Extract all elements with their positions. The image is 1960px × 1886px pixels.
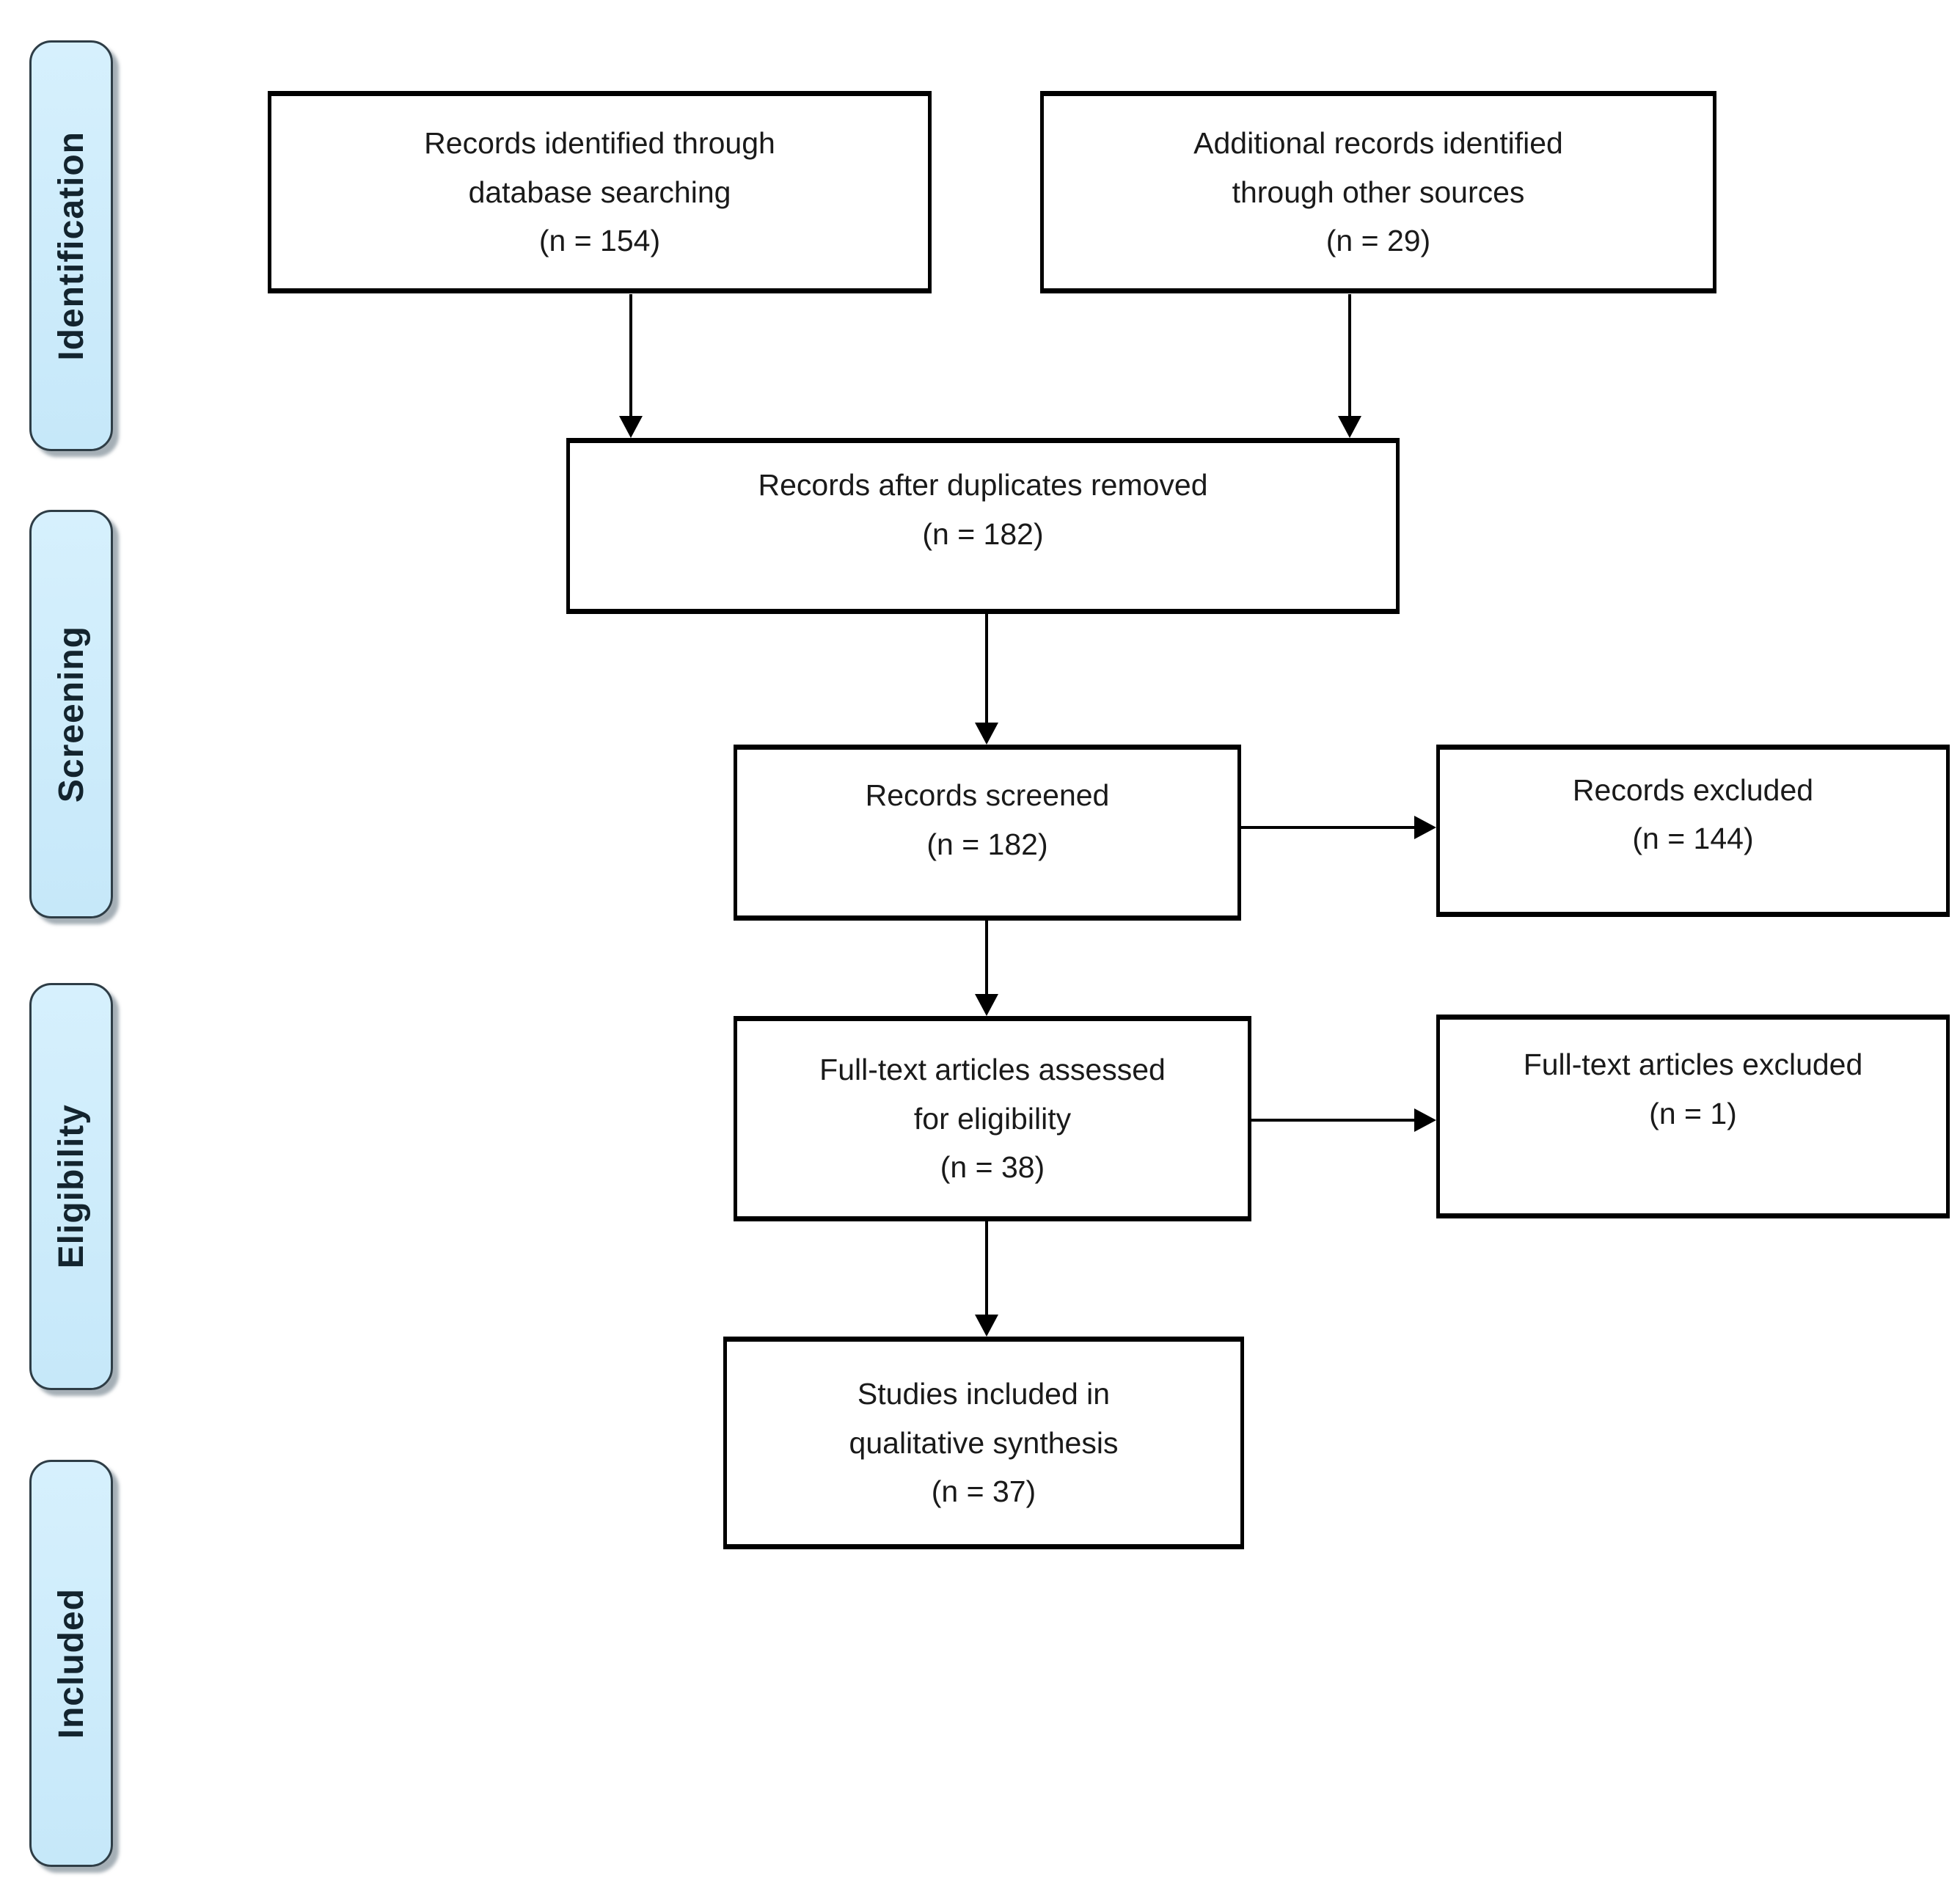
node-records-identified: Records identified through database sear… <box>268 91 932 293</box>
node-line: (n = 182) <box>922 516 1044 551</box>
node-line: (n = 154) <box>538 224 661 258</box>
arrow-screened-to-excluded <box>1241 826 1414 829</box>
node-line: (n = 29) <box>1325 224 1431 258</box>
arrow-other-sources-to-duplicates <box>1348 294 1351 416</box>
node-line: for eligibility <box>913 1101 1072 1136</box>
node-line: Additional records identified <box>1193 126 1563 161</box>
arrow-fulltext-to-included <box>985 1221 988 1315</box>
node-line: (n = 182) <box>926 827 1048 861</box>
node-line: Full-text articles excluded <box>1523 1048 1863 1082</box>
arrow-fulltext-to-excluded <box>1251 1119 1414 1122</box>
node-additional-records: Additional records identified through ot… <box>1040 91 1716 293</box>
phase-band-screening: Screening <box>29 510 113 918</box>
node-line: (n = 37) <box>931 1474 1036 1509</box>
node-line: through other sources <box>1232 175 1525 209</box>
node-line: database searching <box>468 175 731 209</box>
node-records-excluded: Records excluded (n = 144) <box>1436 745 1950 917</box>
arrow-screened-to-fulltext <box>985 921 988 994</box>
node-line: (n = 144) <box>1632 822 1754 855</box>
arrow-database-to-duplicates <box>629 294 632 416</box>
node-studies-included: Studies included in qualitative synthesi… <box>723 1337 1244 1549</box>
phase-band-identification: Identification <box>29 40 113 451</box>
phase-label-screening: Screening <box>51 625 91 803</box>
node-line: Records after duplicates removed <box>758 468 1208 502</box>
node-line: (n = 38) <box>940 1150 1045 1185</box>
node-line: Studies included in <box>857 1377 1111 1411</box>
phase-label-eligibility: Eligibility <box>51 1104 91 1269</box>
phase-label-included: Included <box>51 1587 91 1739</box>
node-fulltext-excluded: Full-text articles excluded (n = 1) <box>1436 1015 1950 1218</box>
node-line: Records screened <box>865 778 1110 813</box>
node-line: Records identified through <box>424 126 775 161</box>
node-line: qualitative synthesis <box>849 1425 1119 1460</box>
node-line: Full-text articles assessed <box>819 1053 1166 1087</box>
arrow-duplicates-to-screened <box>985 614 988 723</box>
phase-band-included: Included <box>29 1460 113 1867</box>
node-fulltext-assessed: Full-text articles assessed for eligibil… <box>734 1016 1251 1221</box>
node-duplicates-removed: Records after duplicates removed (n = 18… <box>566 438 1400 614</box>
node-records-screened: Records screened (n = 182) <box>734 745 1241 921</box>
node-line: Records excluded <box>1572 772 1814 807</box>
phase-band-eligibility: Eligibility <box>29 983 113 1390</box>
phase-label-identification: Identification <box>51 131 91 361</box>
node-line: (n = 1) <box>1649 1096 1737 1130</box>
